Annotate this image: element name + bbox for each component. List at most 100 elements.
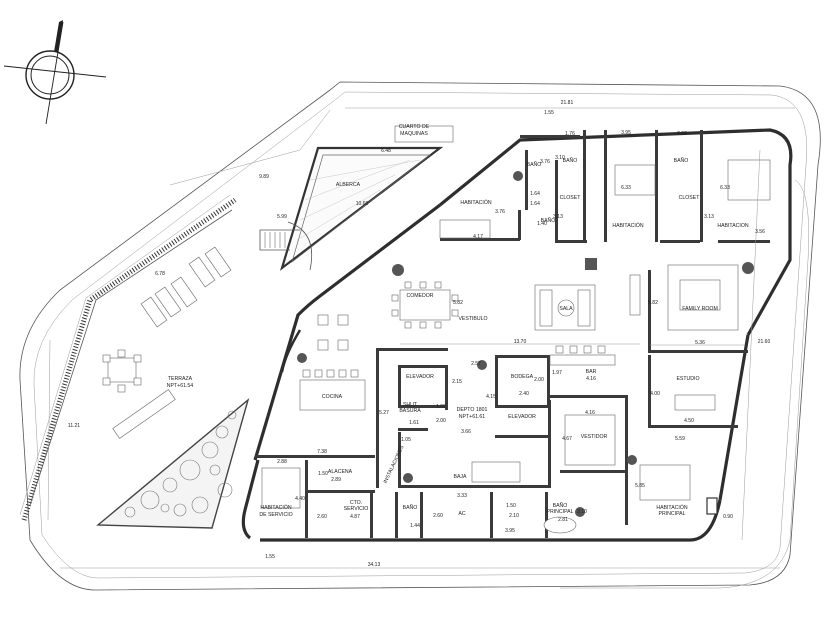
dim-2-81: 2.81 <box>558 517 568 523</box>
dim-21-60: 21.60 <box>758 339 771 345</box>
label-habitacion-1: HABITACIÓN <box>460 199 492 206</box>
dim-1-76: 1.76 <box>565 131 575 137</box>
interior-walls <box>255 130 770 538</box>
dim-2-60a: 2.60 <box>317 514 327 520</box>
dim-3-13a: 3.13 <box>553 214 563 220</box>
dim-1-09: 1.09 <box>436 404 446 410</box>
dim-1-05: 1.05 <box>401 437 411 443</box>
label-vestibulo: VESTIBULO <box>458 316 487 322</box>
label-habitacion-principal-1: HABITACIÓN <box>656 504 688 511</box>
label-terraza-npt: NPT+61.54 <box>167 383 194 389</box>
label-shut-basura-1: SHUT <box>403 402 418 408</box>
dim-4-16b: 4.16 <box>585 410 595 416</box>
label-bano-principal-1: BAÑO <box>553 502 568 509</box>
label-instalaciones: INSTALACIONES <box>383 444 406 484</box>
dim-3-76a: 3.76 <box>540 159 550 165</box>
dim-1-97: 1.97 <box>552 370 562 376</box>
dim-6-78: 6.78 <box>155 271 165 277</box>
lounge-chairs <box>140 246 232 328</box>
dim-3-95-top: 3.95 <box>621 130 631 136</box>
label-closet-1: CLOSET <box>560 195 582 201</box>
label-shut-basura-2: BASURA <box>399 408 421 414</box>
dim-3-76b: 3.76 <box>495 209 505 215</box>
pool <box>259 125 454 271</box>
dim-2-57: 2.57 <box>471 361 481 367</box>
label-habitacion-servicio-1: HABITACIÓN <box>260 504 292 511</box>
dim-1-64b: 1.64 <box>530 201 540 207</box>
label-elevador-1: ELEVADOR <box>406 374 434 380</box>
dim-3-95b: 3.95 <box>505 528 515 534</box>
label-cto-servicio-2: SERVICIO <box>344 506 369 512</box>
dim-4-50: 4.50 <box>684 418 694 424</box>
dim-3-66: 3.66 <box>461 429 471 435</box>
label-closet-2: CLOSET <box>679 195 701 201</box>
label-cocina: COCINA <box>322 394 343 400</box>
dim-4-00: 4.00 <box>650 391 660 397</box>
label-ac: AC <box>458 511 465 517</box>
label-comedor: COMEDOR <box>406 293 433 299</box>
label-bano-4: BAÑO <box>541 217 556 224</box>
dim-1-55-bottom: 1.55 <box>265 554 275 560</box>
label-cuarto-maquinas-1: CUARTO DE <box>399 124 430 130</box>
dim-2-89: 2.89 <box>331 477 341 483</box>
label-bano-1: BAÑO <box>527 161 542 168</box>
dim-2-10: 2.10 <box>509 513 519 519</box>
columns <box>297 171 754 517</box>
dim-5-27: 5.27 <box>379 410 389 416</box>
dim-1-55-top: 1.55 <box>544 110 554 116</box>
dim-1-61: 1.61 <box>409 420 419 426</box>
dim-5-59: 5.59 <box>675 436 685 442</box>
dim-21-81: 21.81 <box>561 100 574 106</box>
dim-2-60b: 2.60 <box>433 513 443 519</box>
dim-3-10b: 3.10 <box>577 509 587 515</box>
north-arrow-icon <box>3 20 107 125</box>
dim-3-10: 3.10 <box>555 155 565 161</box>
label-bano-2: BAÑO <box>563 157 578 164</box>
label-elevador-2: ELEVADOR <box>508 414 536 420</box>
label-habitacion-servicio-2: DE SERVICIO <box>259 512 292 518</box>
garden-area <box>96 398 250 529</box>
dim-1-40: 1.40 <box>537 221 547 227</box>
dim-9-89: 9.89 <box>259 174 269 180</box>
dim-4-15: 4.15 <box>486 394 496 400</box>
label-bar: BAR <box>586 369 597 375</box>
label-bano-principal-2: PRINCIPAL <box>546 509 573 515</box>
dim-4-17: 4.17 <box>473 234 483 240</box>
dim-6-33a: 6.33 <box>621 185 631 191</box>
dim-4-16a: 4.16 <box>586 376 596 382</box>
dim-3-56: 3.56 <box>755 229 765 235</box>
label-estudio: ESTUDIO <box>676 376 699 382</box>
terrace-dining <box>102 349 176 439</box>
dim-10-60: 10.60 <box>356 201 369 207</box>
label-vestidor: VESTIDOR <box>581 434 608 440</box>
dim-2-06: 2.06 <box>677 131 687 137</box>
dim-1-64a: 1.64 <box>530 191 540 197</box>
label-habitacion-2: HABITACIÓN <box>612 222 644 229</box>
dim-5-85: 5.85 <box>635 483 645 489</box>
dim-6-48: 6.48 <box>381 148 391 154</box>
label-cto-servicio-1: CTO. <box>350 500 362 506</box>
label-sala: SALA <box>559 306 573 312</box>
dim-2-00b: 2.00 <box>436 418 446 424</box>
dim-0-90: 0.90 <box>723 514 733 520</box>
label-alberca: ALBERCA <box>336 182 361 188</box>
site-boundary <box>19 81 821 591</box>
dim-7-38: 7.38 <box>317 449 327 455</box>
dim-2-00a: 2.00 <box>534 377 544 383</box>
label-bano-3: BAÑO <box>674 157 689 164</box>
dim-11-21: 11.21 <box>68 423 80 429</box>
label-alacena: ALACENA <box>328 469 353 475</box>
label-habitacion-principal-2: PRINCIPAL <box>658 511 685 517</box>
dim-5-36: 5.36 <box>695 340 705 346</box>
label-baja: BAJA <box>454 474 468 480</box>
label-family-room: FAMILY ROOM <box>682 306 718 312</box>
dim-4-67: 4.67 <box>562 436 572 442</box>
label-habitacion-3: HABITACION <box>717 223 749 229</box>
label-bodega: BODEGA <box>511 374 534 380</box>
building-walls <box>241 128 793 542</box>
dim-1-44: 1.44 <box>410 523 420 529</box>
terrace-planter <box>19 194 237 521</box>
dim-2-88: 2.88 <box>277 459 287 465</box>
dim-34-13: 34.13 <box>368 562 381 568</box>
